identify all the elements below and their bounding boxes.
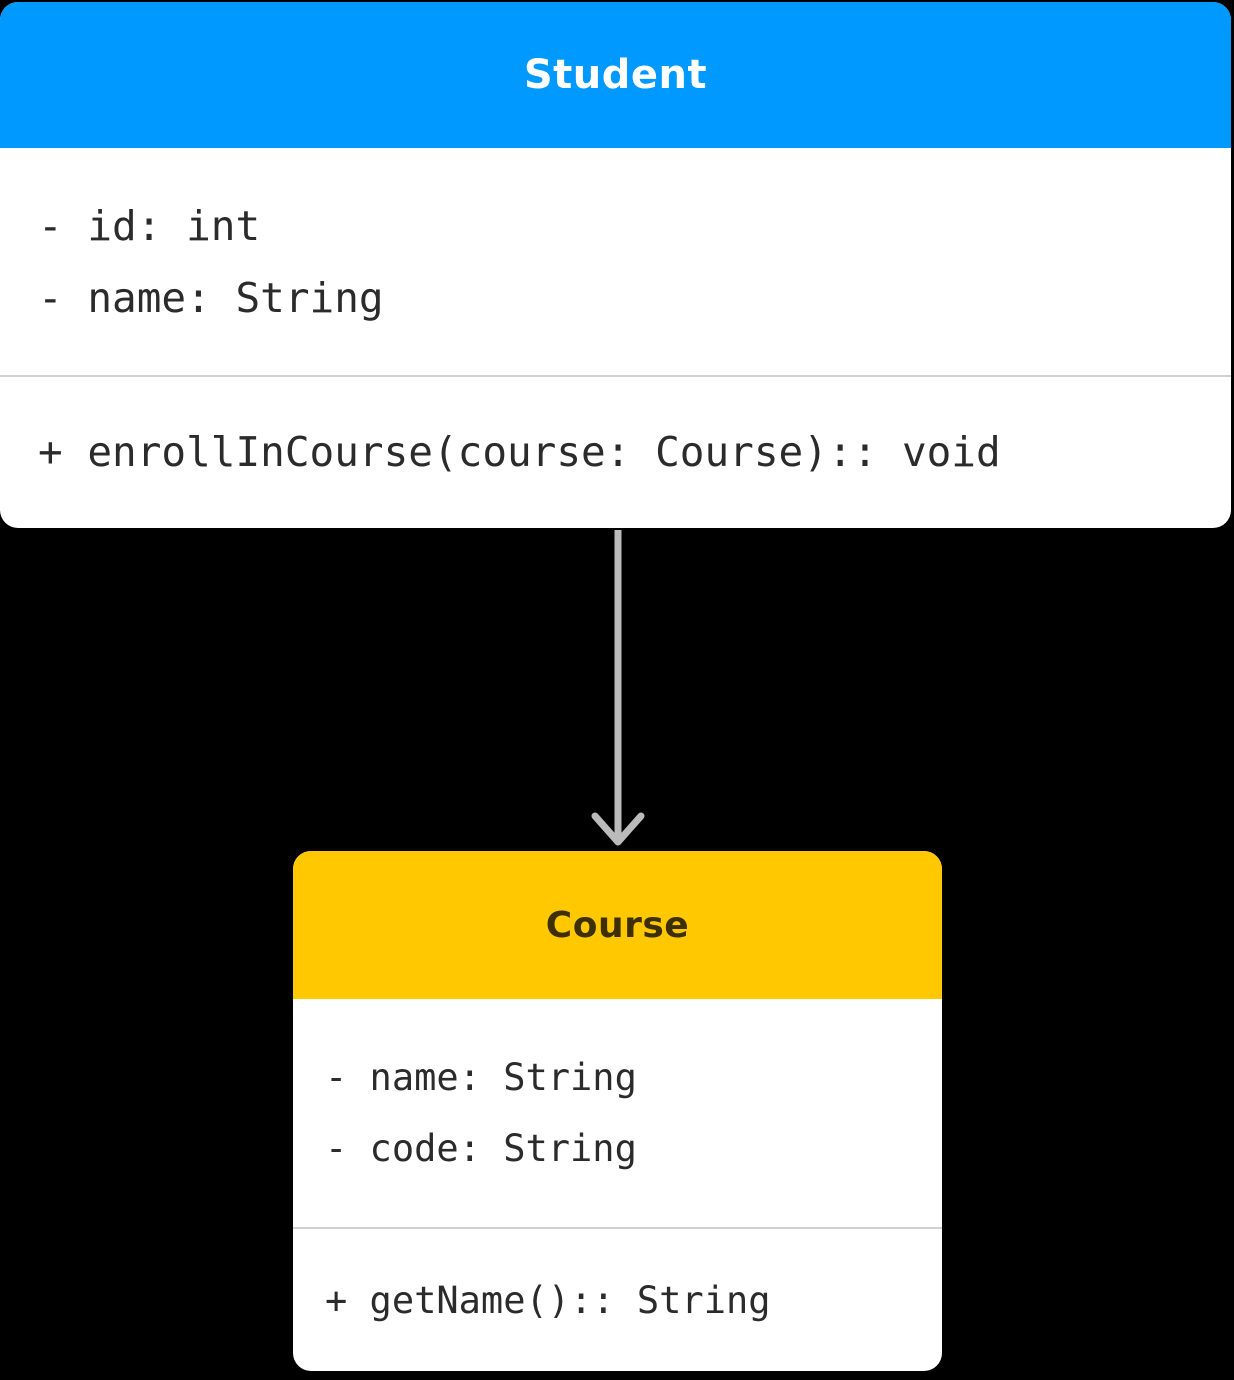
uml-class-course[interactable]: Course - name: String - code: String + g… xyxy=(293,851,942,1371)
uml-attribute: - code: String xyxy=(325,1127,637,1170)
uml-attribute: - id: int xyxy=(38,201,261,250)
uml-attribute: - name: String xyxy=(38,273,384,322)
uml-class-student-methods: + enrollInCourse(course: Course):: void xyxy=(0,375,1231,526)
uml-method: + getName():: String xyxy=(325,1278,771,1322)
uml-class-student-title: Student xyxy=(523,52,708,98)
uml-class-course-attributes: - name: String - code: String xyxy=(293,999,942,1227)
uml-attribute: - name: String xyxy=(325,1056,637,1099)
uml-method: + enrollInCourse(course: Course):: void xyxy=(38,427,1001,476)
uml-class-student-attributes: - id: int - name: String xyxy=(0,148,1231,375)
association-arrow-student-to-course xyxy=(591,530,645,846)
uml-class-course-header: Course xyxy=(293,851,942,999)
arrow-head-icon xyxy=(591,812,645,846)
uml-class-course-methods: + getName():: String xyxy=(293,1227,942,1371)
uml-class-course-title: Course xyxy=(545,904,690,946)
uml-class-student-header: Student xyxy=(0,2,1231,148)
uml-class-student[interactable]: Student - id: int - name: String + enrol… xyxy=(0,2,1231,528)
